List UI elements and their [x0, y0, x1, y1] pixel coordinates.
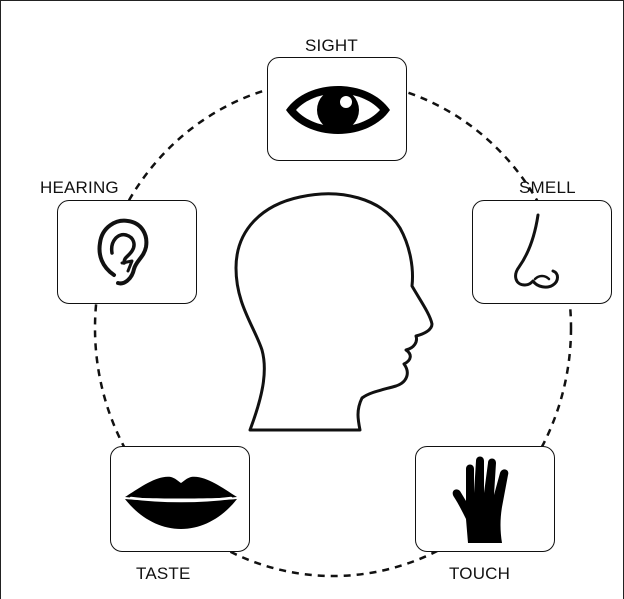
hand-icon — [416, 447, 556, 553]
head-silhouette-icon — [236, 194, 432, 430]
hearing-label: HEARING — [40, 178, 119, 198]
sight-label: SIGHT — [305, 36, 358, 56]
touch-label: TOUCH — [449, 564, 510, 584]
taste-label: TASTE — [136, 564, 191, 584]
ear-icon — [58, 201, 198, 305]
hearing-card — [57, 200, 197, 304]
lips-icon — [111, 447, 251, 553]
smell-card — [472, 200, 612, 304]
taste-card — [110, 446, 250, 552]
eye-icon — [268, 58, 408, 162]
nose-icon — [473, 201, 613, 305]
touch-card — [415, 446, 555, 552]
sight-card — [267, 57, 407, 161]
smell-label: SMELL — [519, 178, 576, 198]
